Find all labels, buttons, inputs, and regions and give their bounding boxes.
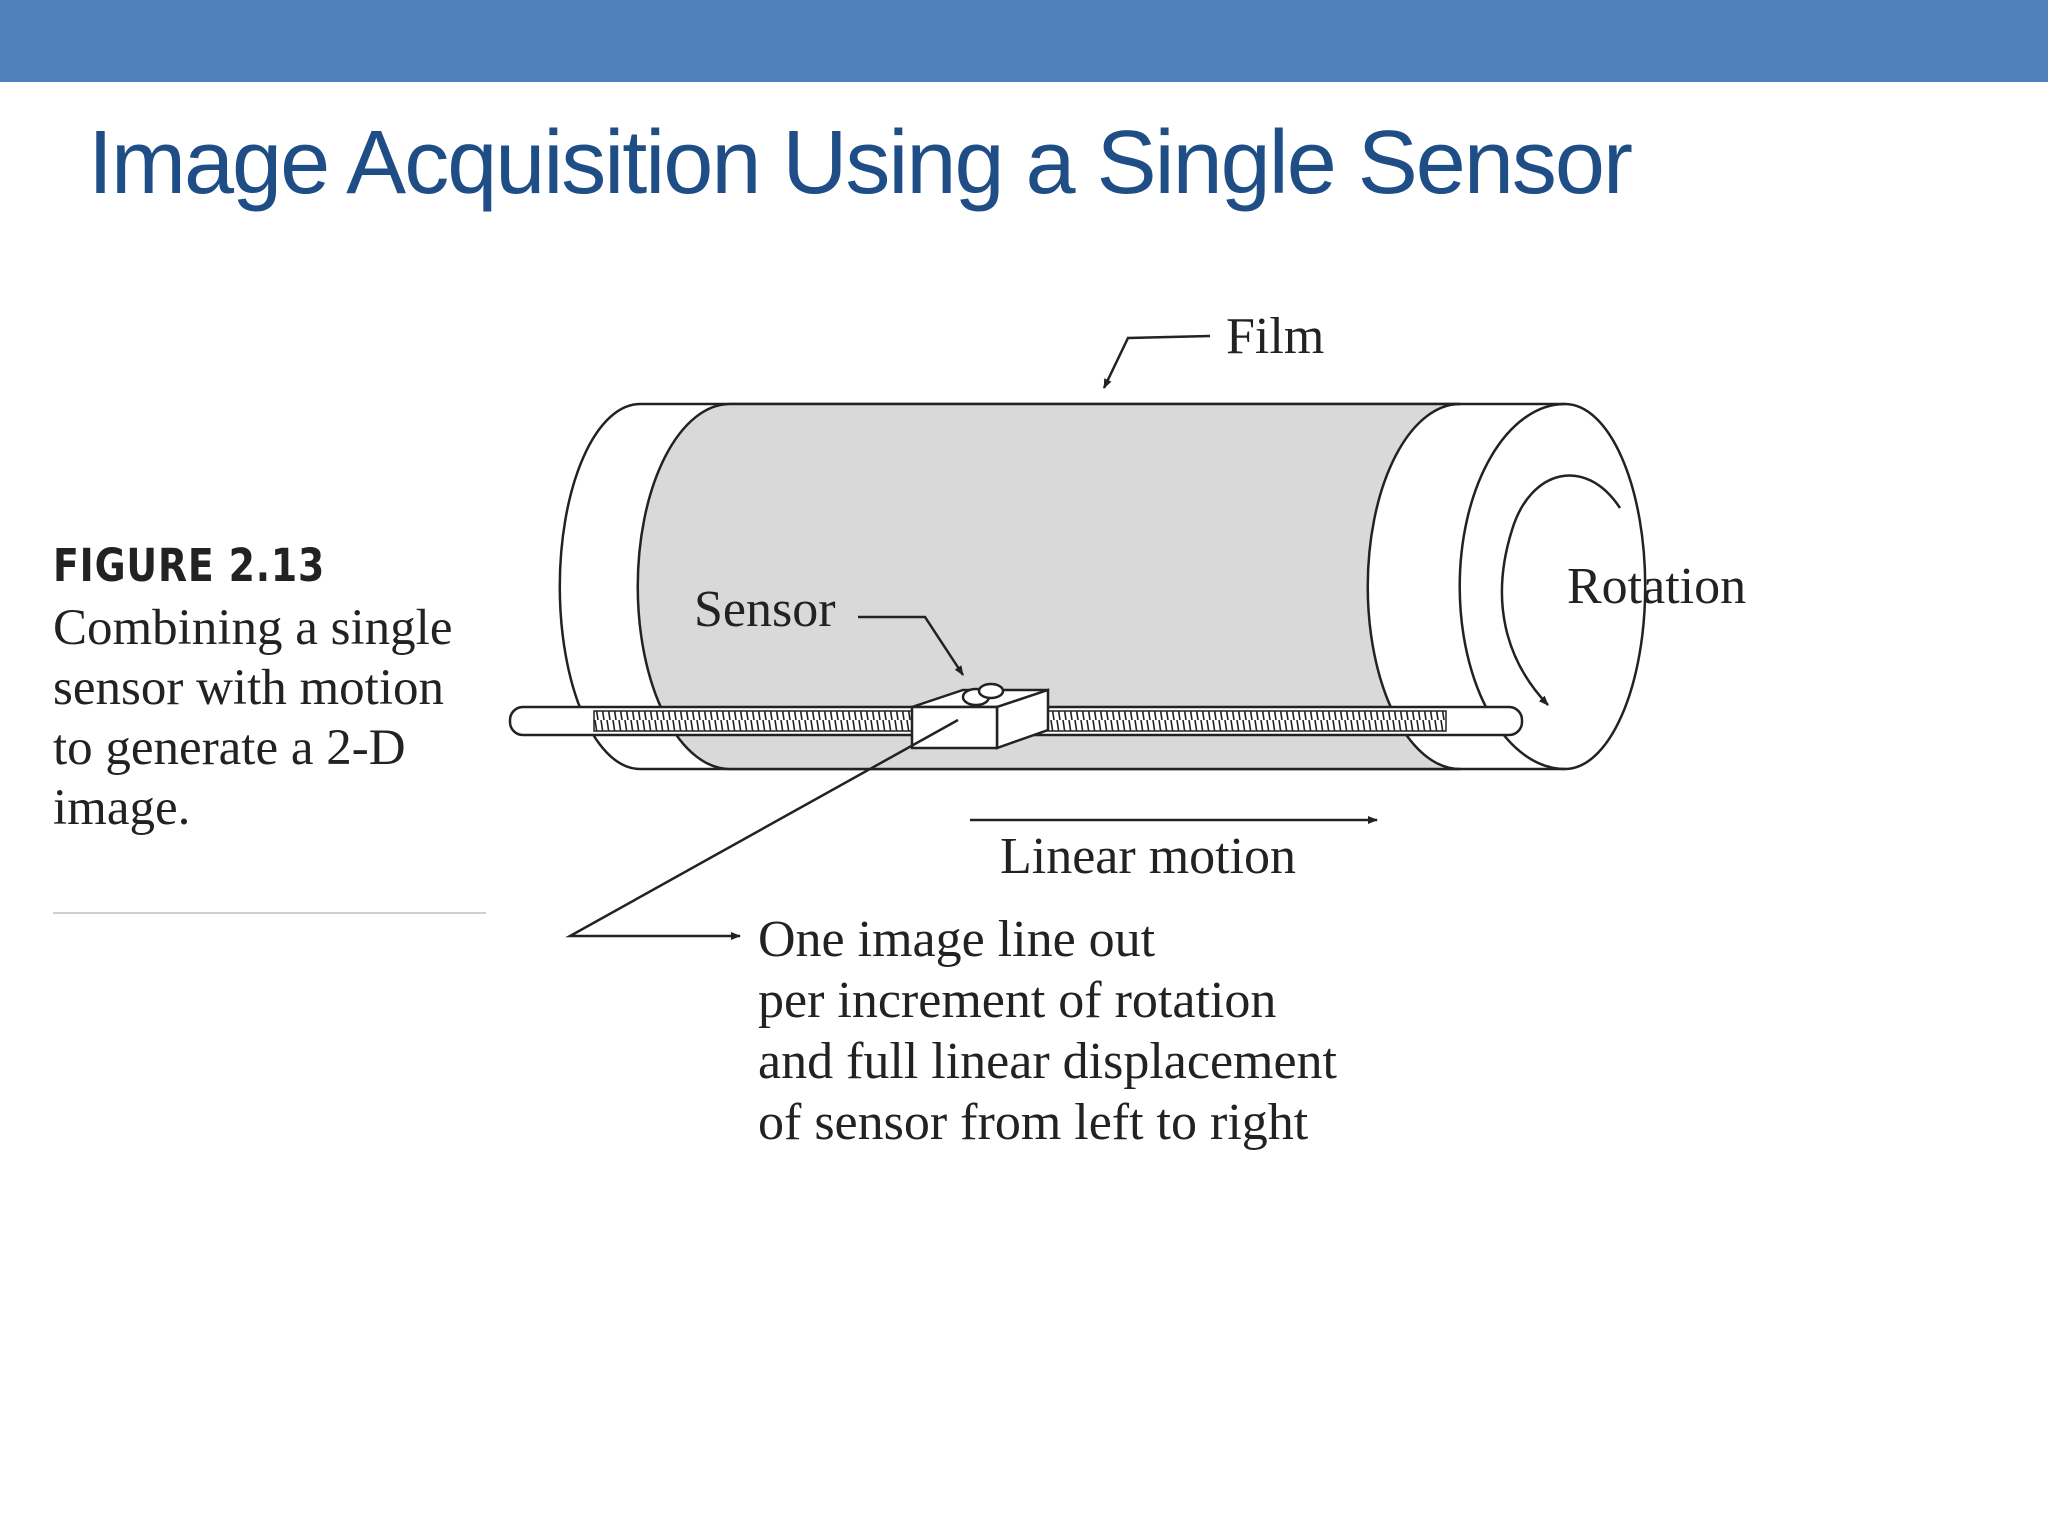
figure-caption-label: FIGURE 2.13 [53, 539, 326, 592]
drum-right-end [1458, 402, 1566, 771]
output-note-line: of sensor from left to right [758, 1094, 1309, 1151]
top-accent-bar [0, 0, 2048, 82]
output-note-line: per increment of rotation [758, 972, 1276, 1029]
slide-title: Image Acquisition Using a Single Sensor [88, 113, 1633, 213]
output-note-line: One image line out [758, 911, 1156, 968]
rotation-label: Rotation [1567, 558, 1746, 615]
linear-motion-label: Linear motion [1000, 828, 1296, 885]
caption-divider [53, 912, 486, 914]
film-label: Film [1226, 308, 1324, 365]
film-sheet [636, 402, 1461, 771]
figure-caption-text: Combining a single sensor with motion to… [53, 600, 453, 836]
film-pointer-arrow [1102, 334, 1211, 389]
sensor-label: Sensor [694, 581, 836, 638]
sensor-pointer-arrow [858, 615, 965, 676]
drum [558, 402, 1647, 771]
output-path-arrow [565, 718, 959, 940]
figure-caption: FIGURE 2.13 Combining a single sensor wi… [53, 538, 493, 838]
sensor-carriage [910, 682, 1050, 750]
rotation-arrow [1500, 474, 1622, 706]
output-note: One image line out per increment of rota… [758, 911, 1338, 1151]
output-note-line: and full linear displacement [758, 1033, 1338, 1090]
